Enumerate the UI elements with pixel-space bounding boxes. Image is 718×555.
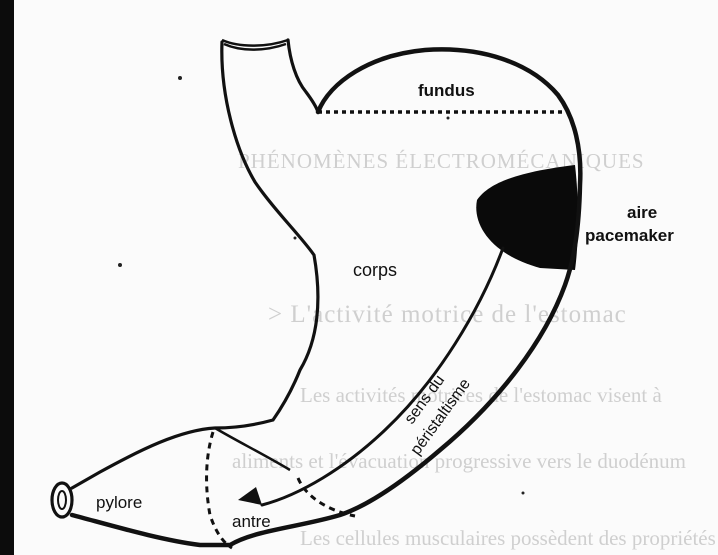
ghost-subheading: > L'activité motrice de l'estomac (268, 301, 627, 328)
pacemaker-area (476, 165, 578, 270)
aire-label: aire (627, 203, 657, 222)
speck-5 (447, 117, 450, 120)
speck-1 (178, 76, 182, 80)
corps-label: corps (353, 260, 397, 280)
antrum-boundary-dashed (207, 432, 232, 548)
peristalsis-arrowhead (238, 487, 262, 505)
stomach-lesser-curvature (72, 42, 318, 488)
pylore-label: pylore (96, 493, 142, 512)
fundus-label: fundus (418, 81, 475, 100)
esophagus-right-wall (288, 40, 318, 112)
antre-label: antre (232, 512, 271, 531)
ghost-line-1: Les activités motrices de l'estomac vise… (300, 383, 663, 407)
ghost-line-2: aliments et l'évacuation progressive ver… (232, 449, 686, 473)
speck-3 (294, 237, 297, 240)
esophagus-opening (222, 40, 288, 50)
speck-2 (118, 263, 122, 267)
pacemaker-label: pacemaker (585, 226, 674, 245)
ghost-heading: PHÉNOMÈNES ÉLECTROMÉCANIQUES (238, 149, 645, 173)
speck-4 (522, 492, 525, 495)
duodenum-opening (52, 483, 72, 517)
ghost-line-3: Les cellules musculaires possèdent des p… (300, 526, 716, 550)
